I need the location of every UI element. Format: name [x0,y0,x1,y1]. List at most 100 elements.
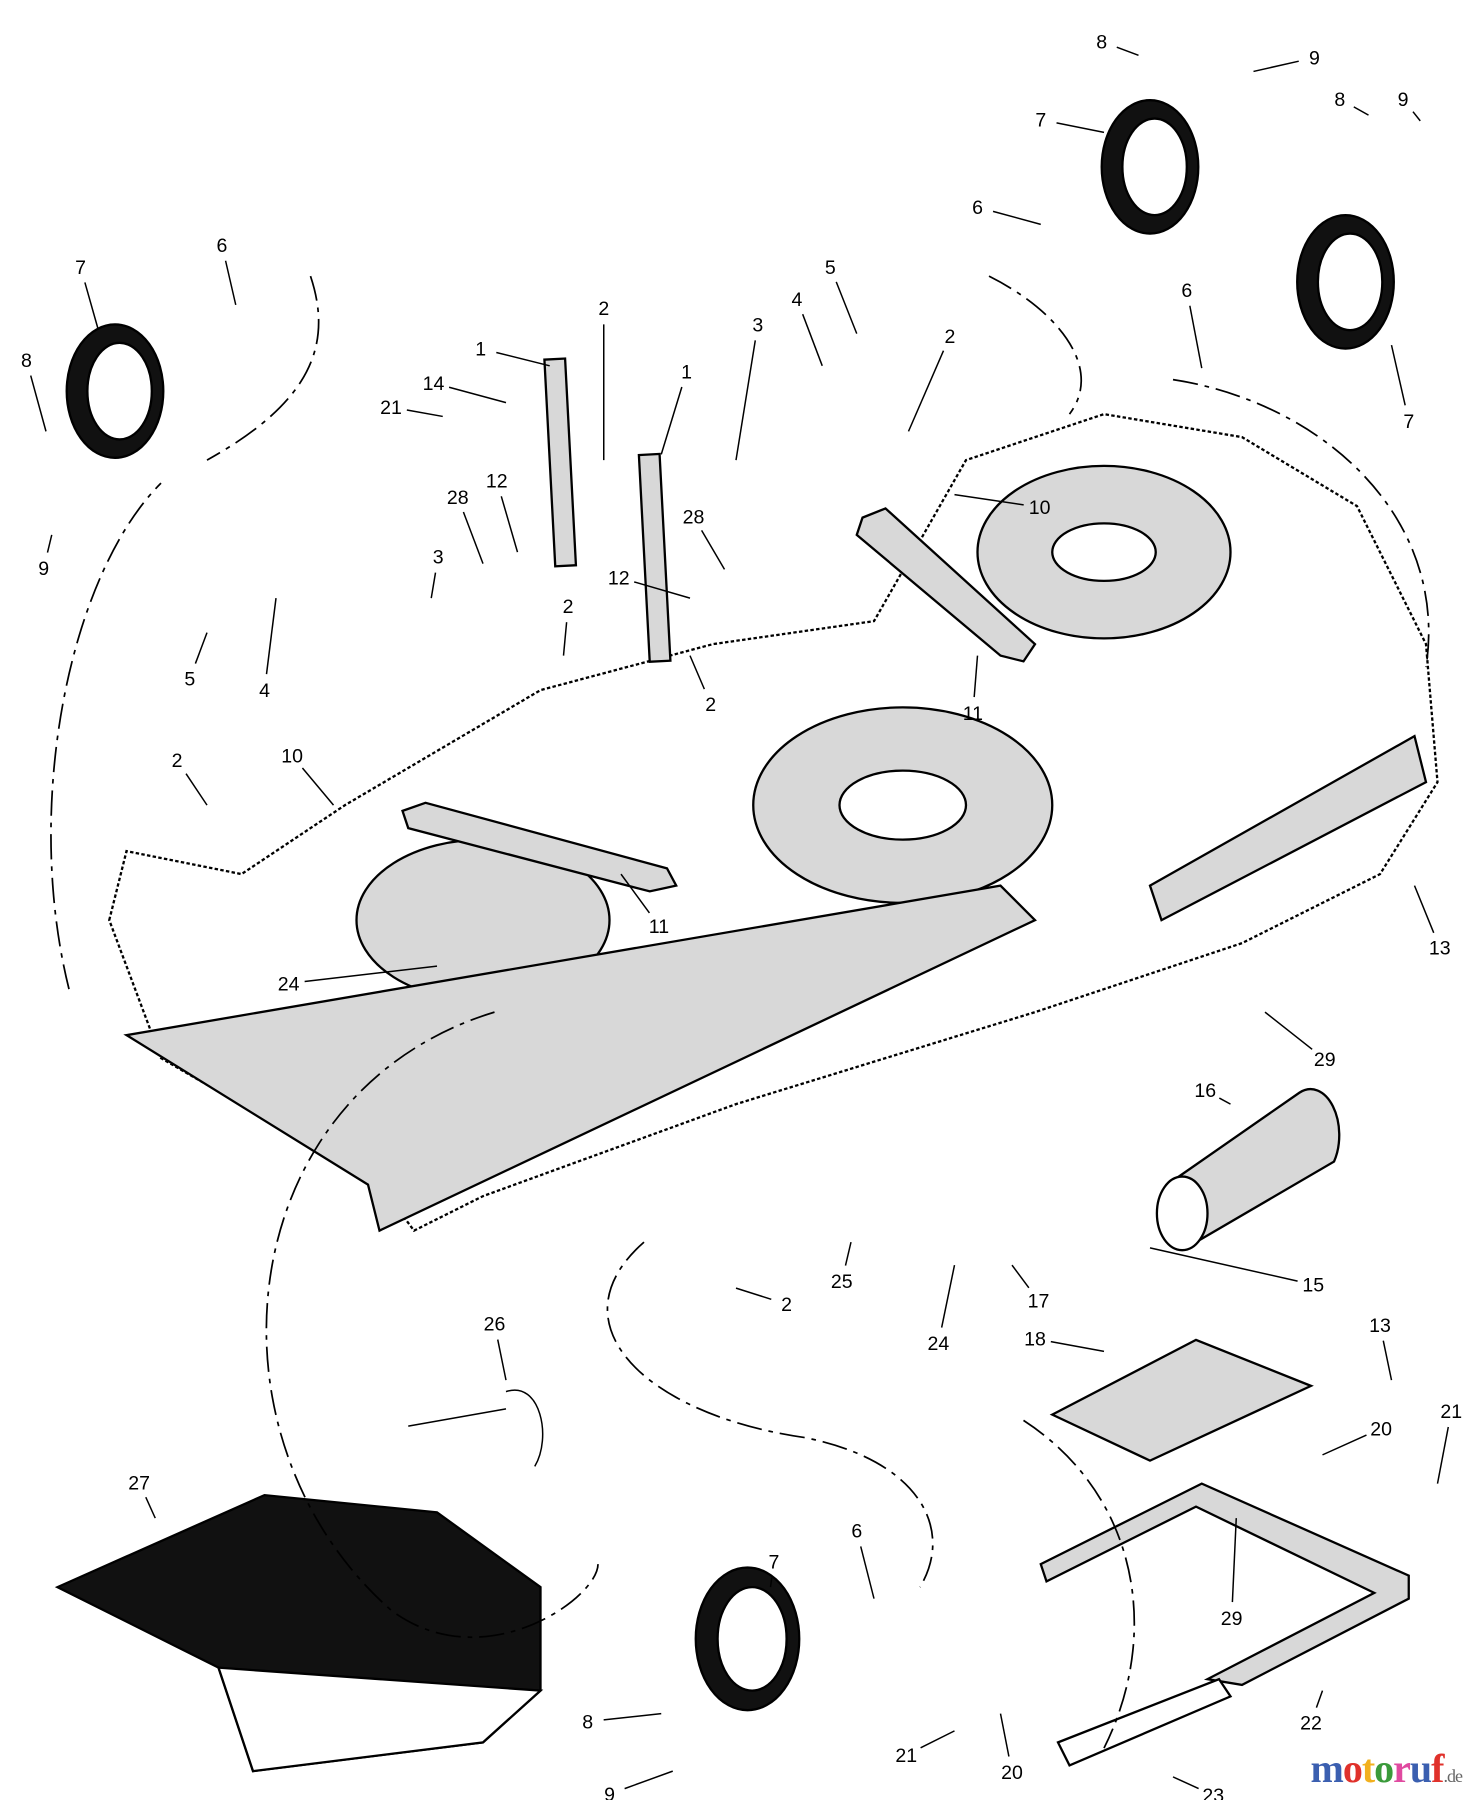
lift-links [401,357,1037,893]
leader-line [29,375,47,432]
part-callout-13: 13 [1429,938,1451,960]
leader-line [1011,1264,1030,1289]
leader-line [500,496,519,553]
part-callout-26: 26 [484,1314,506,1336]
part-callout-9: 9 [1309,48,1320,70]
leader-line [907,350,945,432]
leader-line [224,260,237,306]
leader-line [430,572,437,599]
gauge-wheels [65,99,1395,1712]
part-callout-9: 9 [38,558,49,580]
leader-line [1056,122,1105,134]
leader-line [406,409,443,418]
part-callout-4: 4 [792,289,803,311]
part-callout-4: 4 [259,680,270,702]
leader-line [735,340,757,461]
leader-line [689,655,706,690]
part-callout-25: 25 [831,1271,853,1293]
part-callout-28: 28 [683,506,705,528]
leader-line [562,622,568,656]
part-callout-28: 28 [447,487,469,509]
leader-line [920,1730,955,1749]
part-callout-6: 6 [217,235,228,257]
leader-line [620,873,651,914]
part-callout-29: 29 [1314,1049,1336,1071]
leader-line [185,773,208,806]
watermark-tld: .de [1443,1766,1463,1786]
part-callout-1: 1 [475,338,486,360]
leader-line [769,1577,773,1588]
part-callout-7: 7 [769,1552,780,1574]
leader-line [1322,1434,1367,1456]
part-callout-24: 24 [278,973,300,995]
leader-line [835,281,858,334]
part-callout-2: 2 [705,694,716,716]
watermark-letter: f [1431,1746,1444,1791]
leader-line [954,493,1024,506]
leader-line [1264,1011,1313,1050]
discharge-chute [54,1389,544,1773]
part-callout-3: 3 [433,547,444,569]
part-callout-2: 2 [944,326,955,348]
part-callout-23: 23 [1202,1785,1224,1800]
leader-line [304,965,438,983]
leader-line [1218,1097,1231,1105]
part-callout-12: 12 [486,471,508,493]
part-callout-29: 29 [1221,1608,1243,1630]
watermark-letter: m [1310,1746,1344,1791]
part-callout-6: 6 [851,1521,862,1543]
part-callout-7: 7 [1035,110,1046,132]
part-callout-9: 9 [604,1784,615,1800]
part-callout-10: 10 [1029,497,1051,519]
part-callout-24: 24 [928,1333,950,1355]
leader-line [1412,111,1421,122]
leader-line [46,534,53,553]
leader-line [1050,1340,1105,1353]
leader-line [145,1496,156,1519]
part-callout-21: 21 [1440,1401,1462,1423]
leader-line [801,313,823,367]
leader-line [1116,46,1139,57]
leader-line [496,351,550,367]
leader-line [973,655,979,698]
part-callout-17: 17 [1028,1291,1050,1313]
part-callout-7: 7 [1403,411,1414,433]
dash-groupings [50,275,1430,1749]
leader-line [1315,1690,1324,1708]
part-callout-11: 11 [649,916,669,938]
part-callout-20: 20 [1001,1762,1023,1784]
part-callout-2: 2 [172,750,183,772]
watermark-letter: u [1409,1746,1432,1791]
leader-line [1231,1518,1237,1603]
part-callout-8: 8 [1096,31,1107,53]
leader-line [999,1713,1010,1757]
part-callout-13: 13 [1369,1315,1391,1337]
leader-line [194,632,208,664]
part-callout-12: 12 [608,567,630,589]
watermark-brand: motoruf [1310,1746,1445,1791]
leader-line [992,210,1041,226]
leader-line [844,1241,852,1266]
part-callout-7: 7 [75,257,86,279]
watermark-logo: motoruf.de [1311,1747,1463,1798]
part-callout-22: 22 [1300,1713,1322,1735]
part-callout-21: 21 [380,397,402,419]
leader-line [496,1339,507,1381]
mower-deck [108,412,1439,1233]
part-callout-8: 8 [1334,89,1345,111]
part-callout-6: 6 [1181,280,1192,302]
part-callout-18: 18 [1024,1329,1046,1351]
leader-line [1172,1776,1199,1790]
part-callout-27: 27 [128,1472,150,1494]
leader-line [1436,1426,1450,1484]
leader-line [1390,344,1406,406]
leader-line [624,1770,674,1790]
part-callout-11: 11 [963,703,983,725]
leader-line [1189,305,1203,369]
part-callout-2: 2 [781,1294,792,1316]
part-callout-21: 21 [895,1745,917,1767]
leader-line [1413,885,1435,934]
leader-line [265,598,277,675]
